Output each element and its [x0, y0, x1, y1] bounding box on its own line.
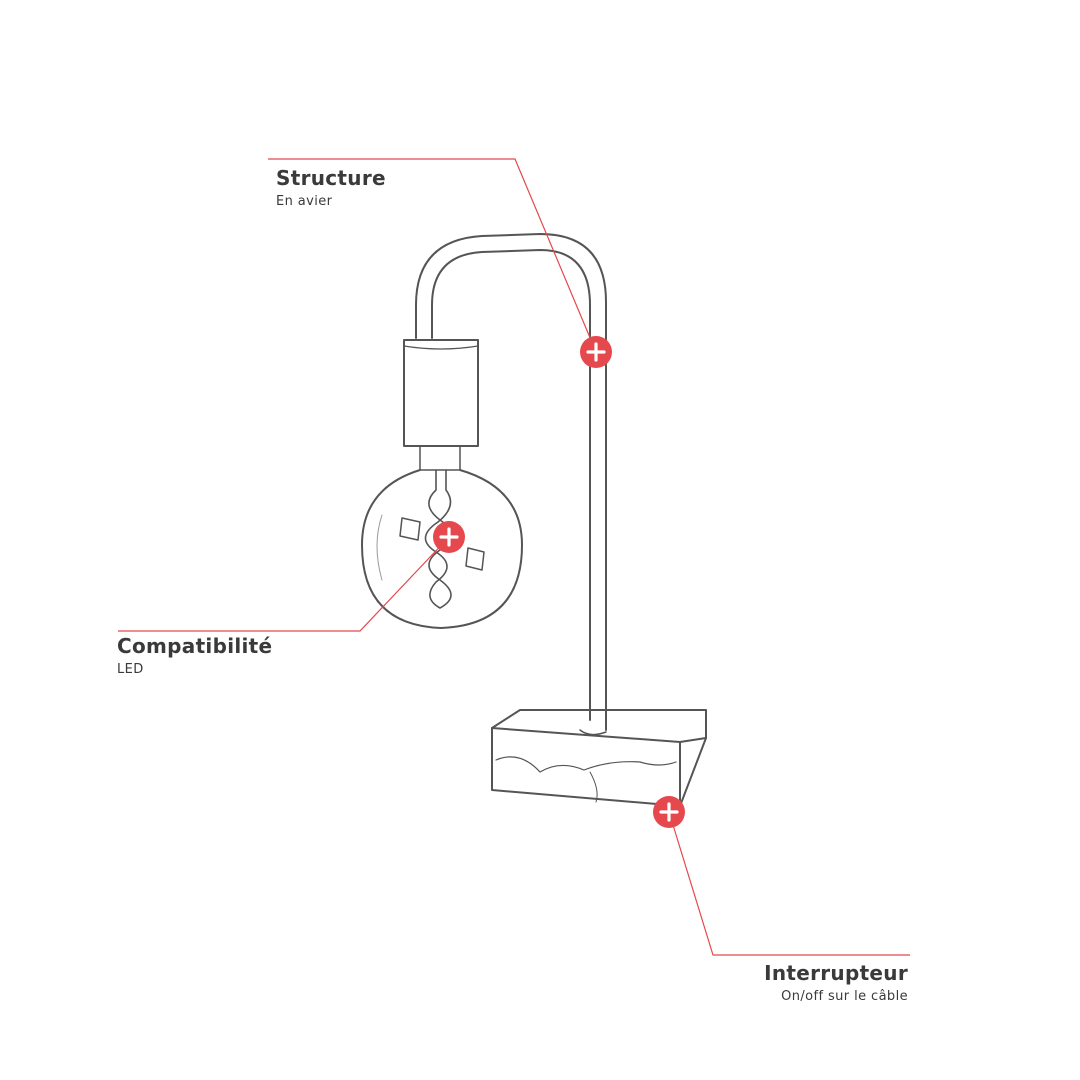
lamp-socket: [403, 339, 479, 471]
lamp-base: [491, 709, 707, 807]
structure-title: Structure: [276, 166, 386, 190]
hotspot-compatibility[interactable]: [433, 521, 465, 553]
switch-title: Interrupteur: [764, 961, 908, 985]
callout-lines: [118, 158, 910, 956]
lamp-sketch: [361, 233, 707, 807]
structure-subtitle: En avier: [276, 194, 333, 209]
hotspot-structure[interactable]: [580, 336, 612, 368]
plus-icon: [439, 527, 459, 547]
plus-icon: [659, 802, 679, 822]
plus-icon: [586, 342, 606, 362]
compatibility-subtitle: LED: [117, 662, 144, 677]
structure-leader-line: [268, 158, 597, 353]
switch-subtitle: On/off sur le câble: [781, 989, 908, 1004]
lamp-arm: [415, 233, 607, 731]
hotspot-switch[interactable]: [653, 796, 685, 828]
compatibility-title: Compatibilité: [117, 634, 273, 658]
compatibility-leader-line: [118, 536, 450, 632]
switch-leader-line: [668, 811, 910, 956]
